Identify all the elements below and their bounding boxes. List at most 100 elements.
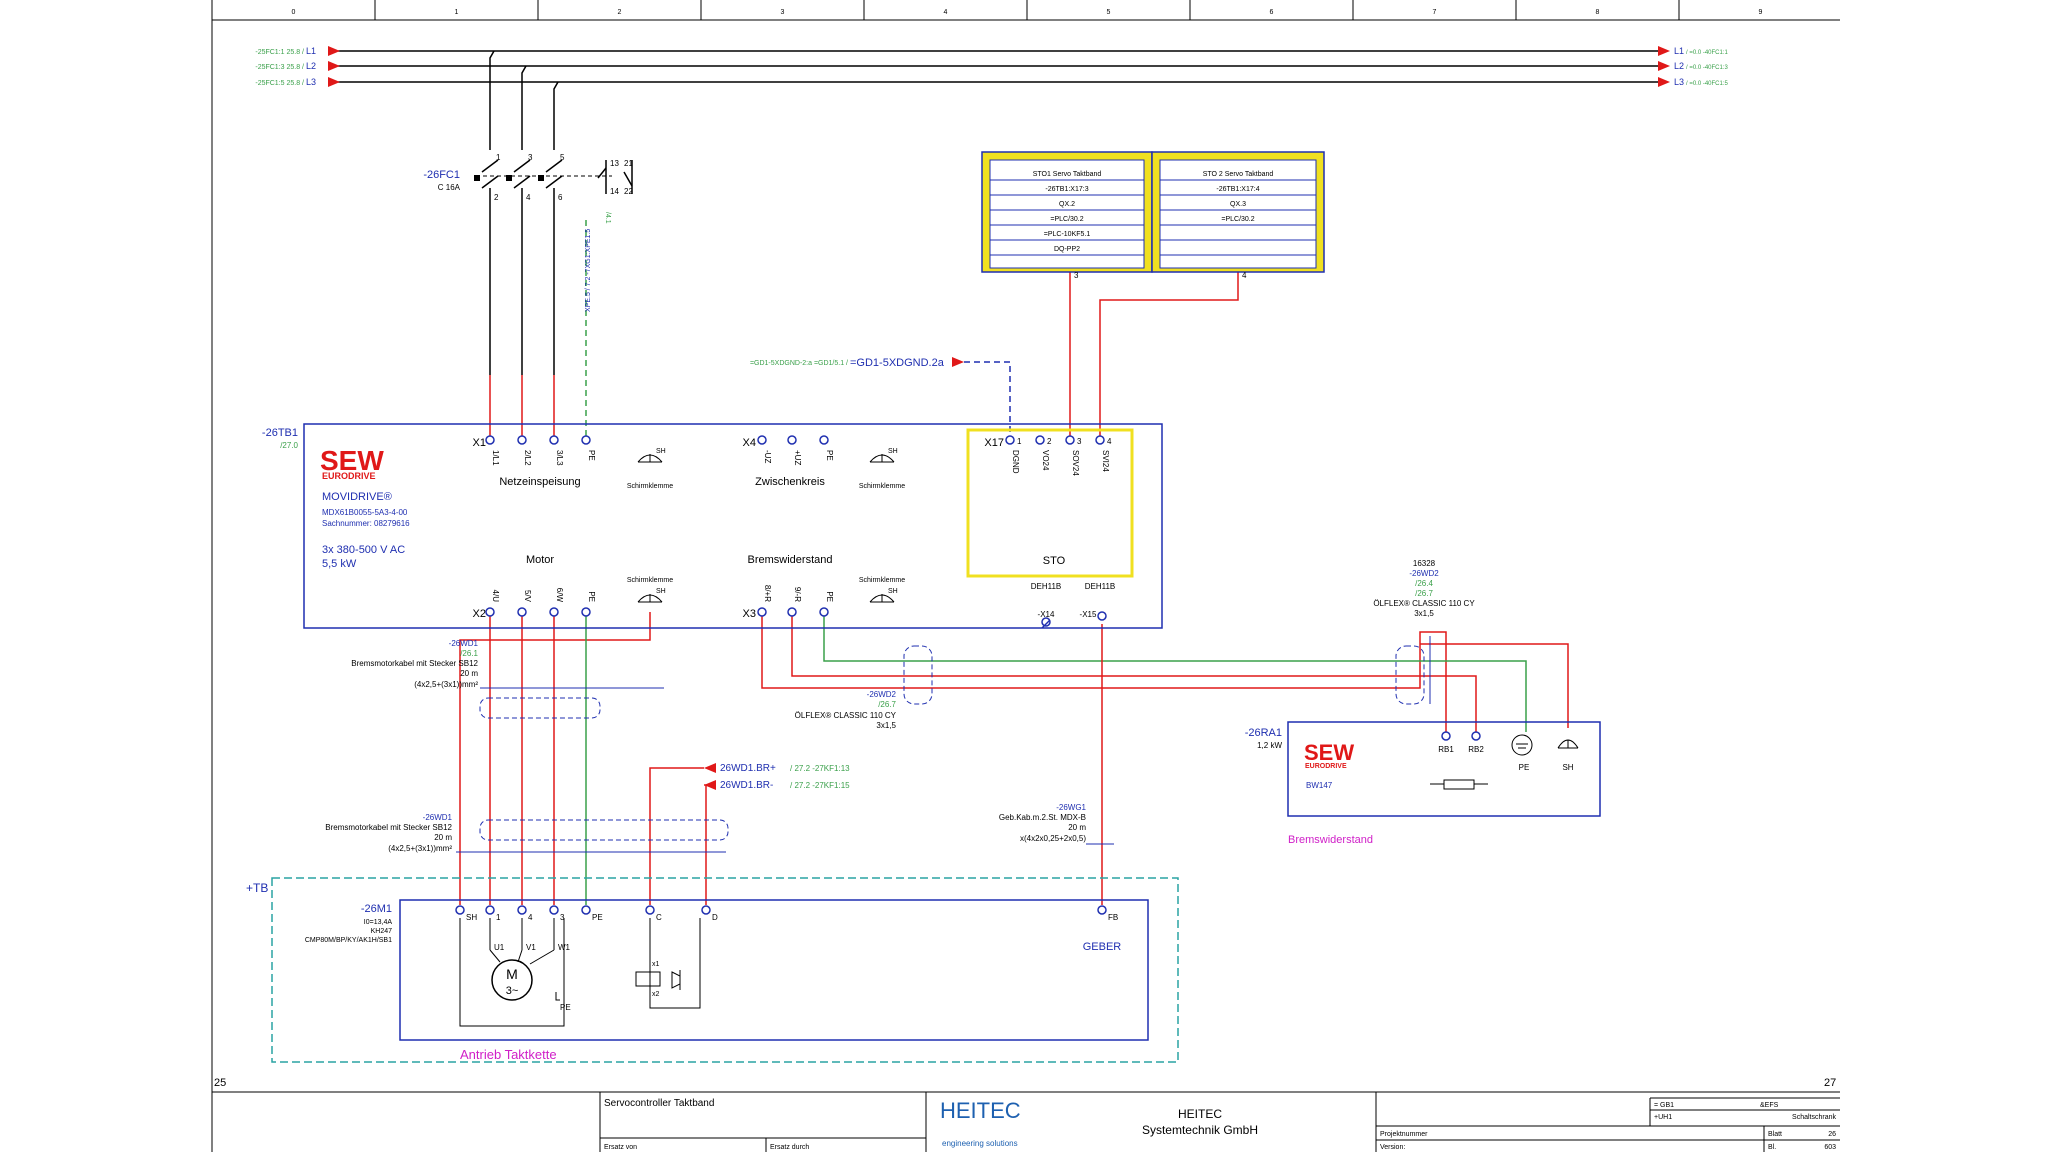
breaker-xref: /4.1 (604, 212, 611, 224)
brake-ref-plus-label: 26WD1.BR+ (720, 763, 776, 774)
title-text: Servocontroller Taktband (604, 1098, 714, 1109)
dgnd-label: =GD1-5XDGND.2a (850, 357, 945, 369)
column-number: 2 (618, 9, 622, 16)
x2-caption: Motor (526, 554, 554, 566)
supply-left-ref-l3: -25FC1:5 25.8 / (255, 80, 304, 87)
column-number: 6 (1270, 9, 1274, 16)
wd1-bot-spec: (4x2,5+(3x1))mm² (388, 844, 452, 853)
page-prev-number: 25 (214, 1077, 226, 1089)
x17-label: X17 (984, 437, 1004, 449)
drive-tb1: -26TB1 /27.0 SEW EURODRIVE MOVIDRIVE® MD… (262, 423, 1163, 629)
shield-clamp-label: Schirmklemme (859, 483, 905, 490)
terminal-label: VO24 (1041, 450, 1050, 471)
cable-wg1: -26WG1 Geb.Kab.m.2.St. MDX-B 20 m x(4x2x… (999, 803, 1114, 845)
motor-winding-u1: U1 (494, 943, 505, 952)
tb-kind: Schaltschrank (1792, 1114, 1836, 1121)
resistor-ra1: -26RA1 1,2 kW SEW EURODRIVE BW147 Bremsw… (1245, 721, 1601, 846)
wd1-top-len: 20 m (460, 669, 478, 678)
motor-terminal (645, 905, 655, 915)
x17-pin-number: 2 (1047, 437, 1052, 446)
breaker-aux-13: 13 (610, 159, 619, 168)
terminal (1005, 435, 1015, 445)
wg1-spec: x(4x2x0,25+2x0,5) (1020, 834, 1086, 843)
drive-power: 5,5 kW (322, 558, 357, 570)
terminal (787, 607, 797, 617)
terminal-label: PE (587, 450, 596, 461)
shield-sh-label: SH (888, 588, 898, 595)
drive-name: -26TB1 (262, 427, 298, 439)
x17-pin-number: 4 (1107, 437, 1112, 446)
column-number: 0 (292, 9, 296, 16)
motor-terminal (581, 905, 591, 915)
wd2-spec: 3x1,5 (876, 721, 896, 730)
motor-name: -26M1 (361, 903, 392, 915)
terminal (819, 435, 829, 445)
supply-left-line-l3: L3 (306, 77, 316, 87)
breaker-aux-14: 14 (610, 187, 619, 196)
motor-area-label: +TB (246, 881, 268, 895)
wg1-name: -26WG1 (1056, 803, 1086, 812)
cable-wd1-top: -26WD1 /26.1 Bremsmotorkabel mit Stecker… (351, 639, 664, 719)
column-number: 4 (944, 9, 948, 16)
shield-sh-label: SH (888, 448, 898, 455)
drive-logo: SEW (320, 445, 384, 476)
motor-terminal (455, 905, 465, 915)
terminal (757, 435, 767, 445)
supply-right-ref-l2: / =0.0 -40FC1:3 (1686, 65, 1729, 71)
terminal (485, 607, 495, 617)
wd2-desc: ÖLFLEX® CLASSIC 110 CY (795, 711, 897, 720)
wd2r-spec: 3x1,5 (1414, 609, 1434, 618)
breaker-pin-3: 3 (528, 153, 533, 162)
drive-serial: Sachnummer: 08279616 (322, 519, 410, 528)
breaker-pin-5: 5 (560, 153, 565, 162)
x17-pin-number: 1 (1017, 437, 1022, 446)
terminal-label: 2/L2 (523, 450, 532, 466)
motor-encoder-label: GEBER (1083, 941, 1122, 953)
drive-voltage: 3x 380-500 V AC (322, 544, 405, 556)
tb-bl-label: Bl. (1768, 1144, 1776, 1151)
motor-terminal-label: 3 (560, 913, 565, 922)
breaker-pin-6: 6 (558, 193, 563, 202)
supply-left-ref-l2: -25FC1:3 25.8 / (255, 64, 304, 71)
motor-terminal (701, 905, 711, 915)
x14-label: -X14 (1038, 610, 1055, 619)
x17-pin-number: 3 (1077, 437, 1082, 446)
shield-clamp-label: Schirmklemme (627, 577, 673, 584)
terminal (581, 435, 591, 445)
breaker-pin-2: 2 (494, 193, 499, 202)
motor-symbol-3: 3~ (506, 985, 519, 997)
shield-clamps: SHSchirmklemmeSHSchirmklemmeSHSchirmklem… (627, 448, 905, 603)
terminal-label: PE (825, 591, 834, 602)
column-number: 9 (1759, 9, 1763, 16)
column-number: 5 (1107, 9, 1111, 16)
motor-terminal-label: D (712, 913, 718, 922)
terminal-label: 4/U (491, 590, 500, 603)
sto1-pin: 3 (1074, 271, 1079, 280)
x2-label: X2 (473, 608, 486, 620)
deh-label-1: DEH11B (1031, 582, 1062, 591)
tb-func: = GB1 (1654, 1102, 1674, 1109)
terminal-label: SOV24 (1071, 450, 1080, 476)
sto-row-text: DQ-PP2 (1054, 246, 1080, 253)
x17-caption: STO (1043, 555, 1066, 567)
drive-logo-sub: EURODRIVE (322, 471, 376, 481)
resistor-term-rb2: RB2 (1468, 745, 1484, 754)
company-logo-sub: engineering solutions (942, 1139, 1018, 1148)
terminal (1095, 435, 1105, 445)
terminal-label: SVI24 (1101, 450, 1110, 472)
terminal-label: DGND (1011, 450, 1020, 474)
terminal (581, 607, 591, 617)
motor-terminal (1097, 905, 1107, 915)
terminal-label: PE (825, 450, 834, 461)
motor-terminal-label: 4 (528, 913, 533, 922)
sto-boxes: 3 4 STO1 Servo Taktband-26TB1:X17:3QX.2=… (981, 151, 1325, 280)
brake-ref-plus-xref: / 27.2 -27KF1:13 (790, 764, 850, 773)
x3-label: X3 (743, 608, 756, 620)
terminal-label: 6/W (555, 588, 564, 603)
title-ersatz-durch: Ersatz durch (770, 1144, 809, 1151)
terminal (485, 435, 495, 445)
wg1-len: 20 m (1068, 823, 1086, 832)
column-number: 7 (1433, 9, 1437, 16)
